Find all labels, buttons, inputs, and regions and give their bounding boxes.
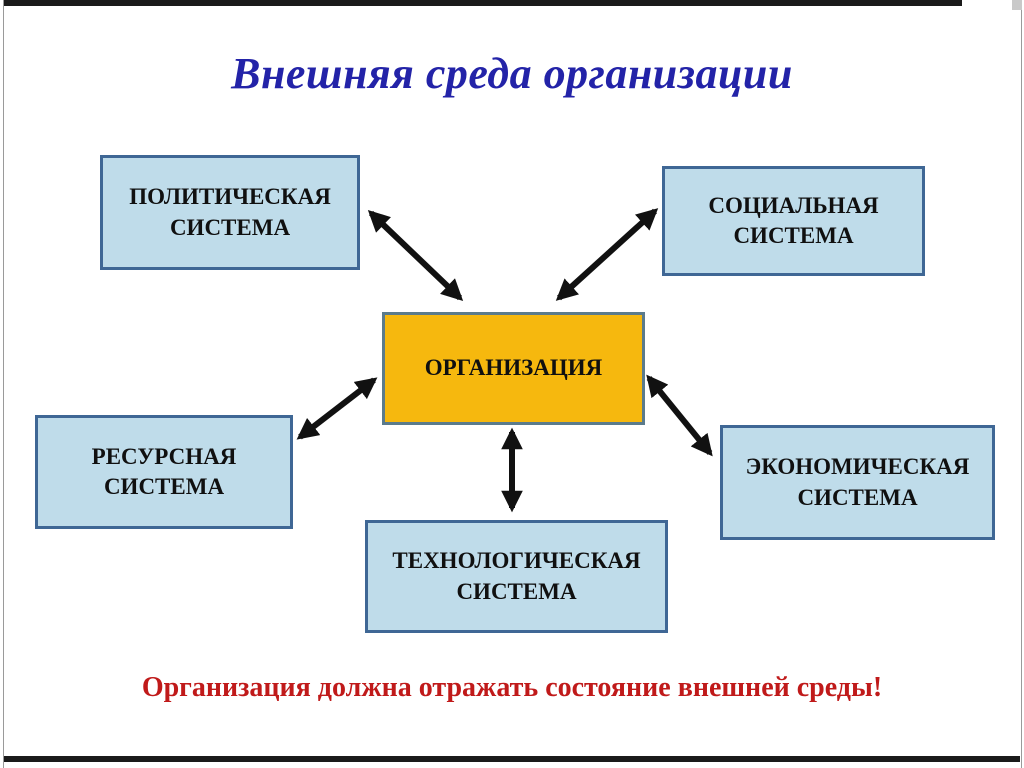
node-social-system: СОЦИАЛЬНАЯ СИСТЕМА (662, 166, 925, 276)
slide-title: Внешняя среда организации (231, 49, 793, 98)
slide-footer-statement: Организация должна отражать состояние вн… (141, 672, 883, 703)
node-resource-label: РЕСУРСНАЯ СИСТЕМА (91, 443, 237, 499)
node-economic-label: ЭКОНОМИЧЕСКАЯ СИСТЕМА (745, 454, 970, 510)
frame-bottom-bar (4, 756, 1020, 762)
frame-left-line (3, 0, 4, 768)
node-political-label: ПОЛИТИЧЕСКАЯ СИСТЕМА (129, 184, 331, 240)
arrow-political-organization (367, 210, 464, 301)
node-political-system: ПОЛИТИЧЕСКАЯ СИСТЕМА (100, 155, 360, 270)
frame-right-line (1021, 0, 1022, 768)
arrow-social-organization (555, 208, 659, 301)
frame-corner-mark (1012, 0, 1022, 10)
arrow-economic-organization (646, 374, 713, 457)
node-resource-system: РЕСУРСНАЯ СИСТЕМА (35, 415, 293, 529)
node-organization: ОРГАНИЗАЦИЯ (382, 312, 645, 425)
node-technological-system: ТЕХНОЛОГИЧЕСКАЯ СИСТЕМА (365, 520, 668, 633)
node-organization-label: ОРГАНИЗАЦИЯ (424, 355, 603, 381)
node-economic-system: ЭКОНОМИЧЕСКАЯ СИСТЕМА (720, 425, 995, 540)
arrow-resource-organization (296, 377, 378, 440)
node-social-label: СОЦИАЛЬНАЯ СИСТЕМА (708, 192, 879, 248)
node-technological-label: ТЕХНОЛОГИЧЕСКАЯ СИСТЕМА (392, 548, 641, 604)
frame-top-bar (4, 0, 962, 6)
